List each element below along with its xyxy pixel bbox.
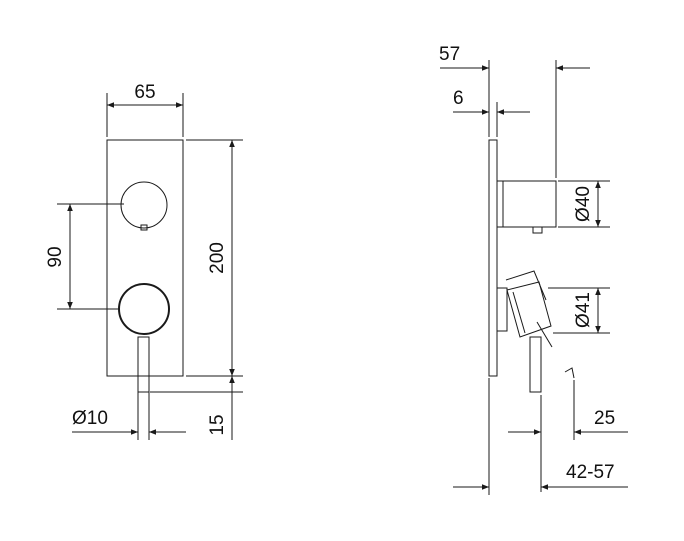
bottom-knob-diameter-label: Ø41	[573, 292, 594, 328]
lever-side	[529, 336, 542, 393]
overall-depth-dimension: 57	[439, 44, 590, 178]
top-knob-body	[496, 180, 557, 228]
height-dimension: 200	[186, 139, 243, 377]
side-view: 57 6 Ø40 Ø41 25	[439, 44, 628, 495]
lever-swing-line	[536, 321, 553, 348]
width-dimension: 65	[106, 82, 184, 137]
knob-spacing-dimension: 90	[45, 203, 124, 310]
bottom-knob-diameter-dimension: Ø41	[548, 287, 610, 334]
stem-diameter-label: Ø10	[72, 408, 108, 429]
lever-offset-label: 25	[594, 408, 615, 429]
lever-swing-mark	[564, 367, 575, 379]
bottom-knob-rotation-outline	[505, 270, 547, 301]
stem-projection-label: 15	[207, 414, 228, 435]
bottom-knob-body	[506, 281, 552, 338]
front-plate	[106, 139, 184, 377]
height-label: 200	[207, 242, 228, 274]
overall-depth-label: 57	[439, 44, 460, 65]
top-knob-indicator	[140, 224, 148, 231]
bottom-knob-inner-edge	[512, 291, 526, 334]
lever-stem	[137, 336, 150, 393]
width-label: 65	[134, 82, 155, 103]
bottom-control-knob	[118, 283, 170, 335]
top-knob-diameter-dimension: Ø40	[558, 180, 610, 228]
plate-thickness-dimension: 6	[453, 88, 530, 137]
lever-offset-dimension: 25	[508, 380, 628, 492]
top-control-knob	[120, 181, 168, 229]
front-view: 65 90 200 15 Ø10	[45, 82, 243, 440]
plate-thickness-label: 6	[453, 88, 464, 109]
knob-spacing-label: 90	[45, 246, 66, 267]
wall-depth-dimension: 42-57	[453, 378, 628, 495]
wall-depth-label: 42-57	[566, 462, 615, 483]
bottom-knob-assembly	[496, 270, 575, 393]
stem-projection-dimension: 15	[150, 376, 243, 440]
bottom-knob-base	[496, 287, 508, 332]
top-knob-diameter-label: Ø40	[573, 186, 594, 222]
side-plate	[488, 139, 498, 377]
stem-diameter-dimension: Ø10	[72, 392, 186, 440]
top-knob-indicator-side	[532, 226, 543, 234]
